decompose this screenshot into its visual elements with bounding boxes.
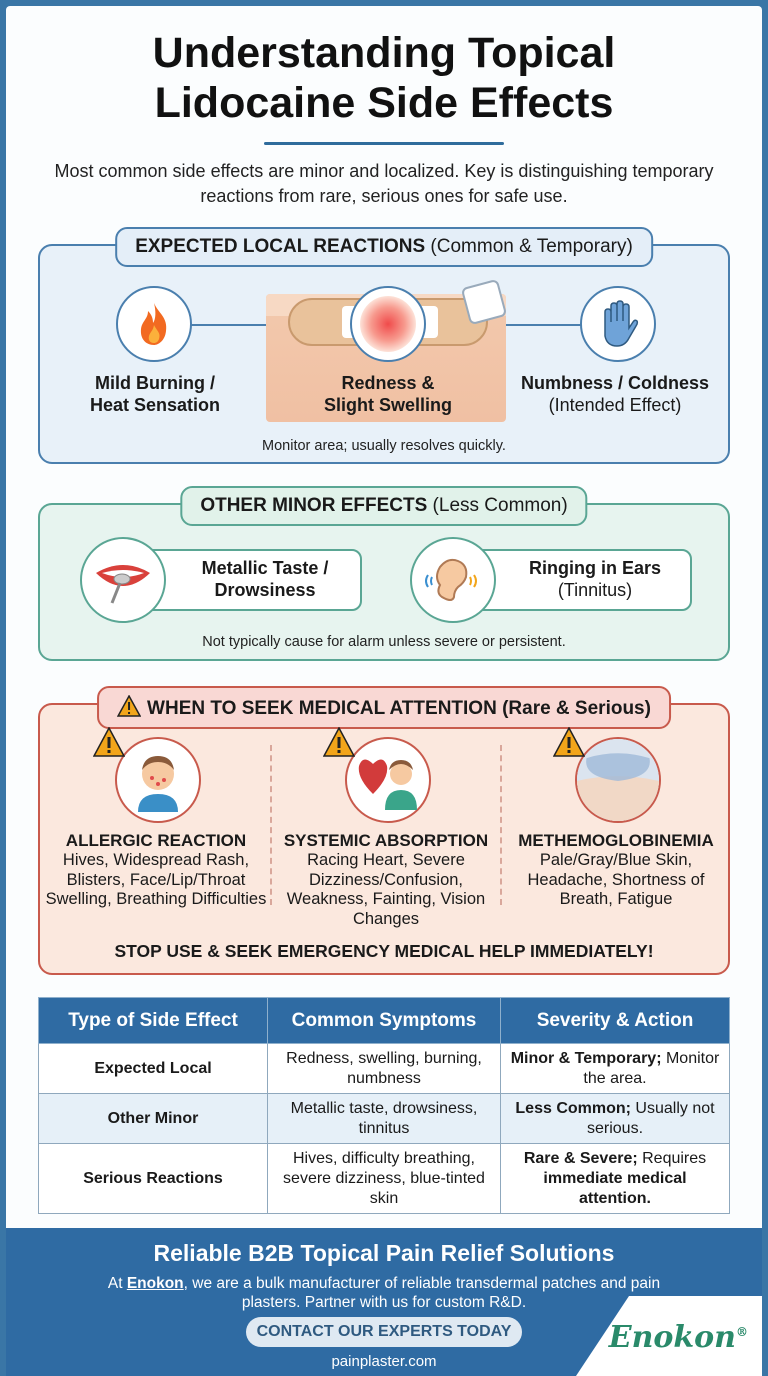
hand-icon [580,286,656,362]
mouth-spoon-icon [80,537,166,623]
warning-icon [116,694,142,717]
minor-heading: OTHER MINOR EFFECTS (Less Common) [180,486,588,526]
expected-heading: EXPECTED LOCAL REACTIONS (Common & Tempo… [115,227,653,267]
table-header: Severity & Action [500,997,730,1044]
table-header: Type of Side Effect [38,997,268,1044]
warning-icon [323,727,355,757]
taste-label: Metallic Taste /Drowsiness [201,558,329,600]
systemic-title: SYSTEMIC ABSORPTION [283,831,489,850]
allergic-symptoms: Hives, Widespread Rash, Blisters, Face/L… [45,851,267,908]
allergic-face-icon [115,737,201,823]
warning-icon [93,727,125,757]
systemic-column: SYSTEMIC ABSORPTION Racing Heart, Severe… [272,727,500,929]
column-divider [270,745,272,905]
numbness-label: Numbness / Coldness(Intended Effect) [520,373,710,415]
serious-heading: WHEN TO SEEK MEDICAL ATTENTION (Rare & S… [97,686,671,729]
footer-title: Reliable B2B Topical Pain Relief Solutio… [153,1240,615,1266]
minor-note: Not typically cause for alarm unless sev… [202,634,566,650]
title-divider [264,142,504,145]
enokon-link[interactable]: Enokon [126,1275,184,1292]
website-link[interactable]: painplaster.com [331,1353,437,1370]
expected-reactions-panel: EXPECTED LOCAL REACTIONS (Common & Tempo… [38,227,730,464]
burning-label: Mild Burning /Heat Sensation [89,373,221,415]
inflamed-skin-icon [350,286,426,362]
table-row: Expected Local Redness, swelling, burnin… [38,1043,730,1094]
ear-icon [410,537,496,623]
methemoglobinemia-column: METHEMOGLOBINEMIA Pale/Gray/Blue Skin, H… [502,727,730,910]
expected-note: Monitor area; usually resolves quickly. [262,438,506,454]
table-row: Serious Reactions Hives, difficulty brea… [38,1143,730,1214]
tinnitus-label: Ringing in Ears(Tinnitus) [528,558,661,600]
minor-effects-panel: OTHER MINOR EFFECTS (Less Common) Metall… [38,486,730,661]
contact-experts-button[interactable]: CONTACT OUR EXPERTS TODAY [246,1317,522,1347]
methemoglobinemia-title: METHEMOGLOBINEMIA [518,831,714,850]
emergency-warning: STOP USE & SEEK EMERGENCY MEDICAL HELP I… [114,941,654,961]
infographic-page: Understanding Topical Lidocaine Side Eff… [6,6,762,1376]
footer-text: At Enokon, we are a bulk manufacturer of… [107,1275,661,1311]
redness-label: Redness &Slight Swelling [323,373,452,415]
patch-icon [462,280,506,324]
warning-icon [553,727,585,757]
blue-skin-icon [575,737,661,823]
table-header: Common Symptoms [267,997,501,1044]
flame-icon [116,286,192,362]
column-divider [500,745,502,905]
summary-table: Type of Side Effect Common Symptoms Seve… [38,997,730,1214]
allergic-column: ALLERGIC REACTION Hives, Widespread Rash… [42,727,270,910]
allergic-title: ALLERGIC REACTION [65,831,247,850]
methemoglobinemia-symptoms: Pale/Gray/Blue Skin, Headache, Shortness… [527,851,705,908]
table-row: Other Minor Metallic taste, drowsiness, … [38,1093,730,1144]
serious-effects-panel: WHEN TO SEEK MEDICAL ATTENTION (Rare & S… [38,686,730,975]
footer: Reliable B2B Topical Pain Relief Solutio… [6,1228,762,1376]
page-title: Understanding Topical Lidocaine Side Eff… [152,29,616,127]
heart-dizzy-icon [345,737,431,823]
intro-text: Most common side effects are minor and l… [54,161,714,206]
enokon-logo: Enokon® [608,1320,748,1355]
systemic-symptoms: Racing Heart, Severe Dizziness/Confusion… [286,851,486,928]
